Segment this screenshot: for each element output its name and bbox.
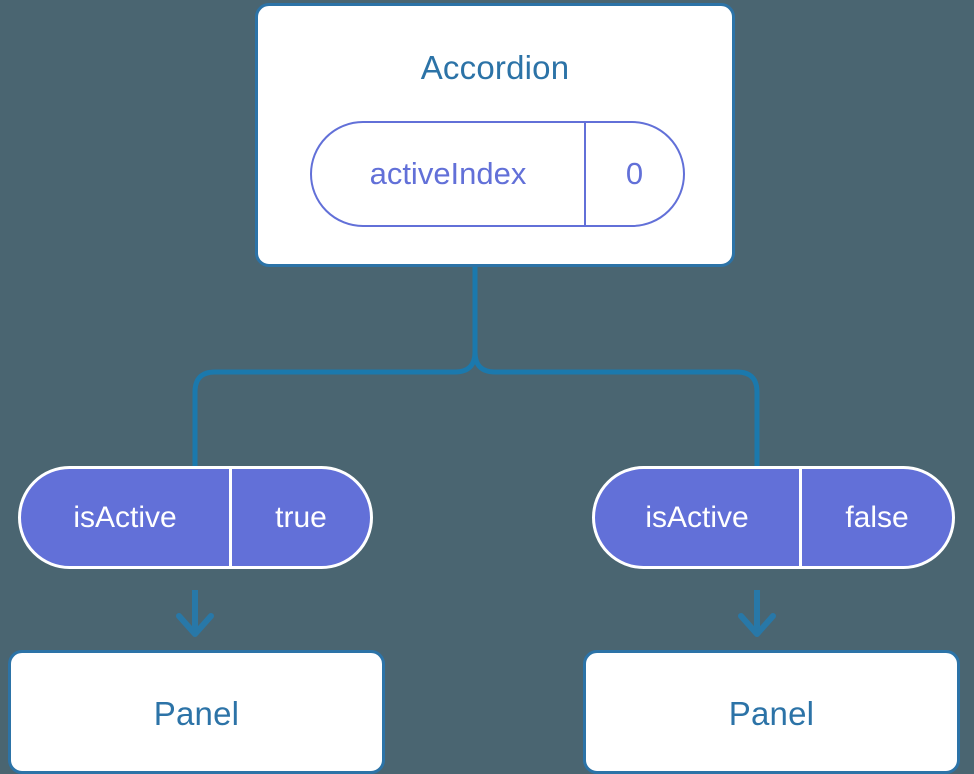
prop-chip-is-active-true[interactable]: isActive true [18, 466, 373, 569]
panel-component-card-right[interactable]: Panel [583, 650, 960, 774]
panel-title: Panel [728, 695, 815, 732]
arrow-right-pill-to-panel [738, 590, 776, 637]
state-chip-key: activeIndex [312, 123, 586, 225]
connector-root-to-right-pill [472, 267, 760, 466]
prop-chip-value: true [275, 500, 327, 534]
prop-chip-key: isActive [595, 469, 802, 566]
state-chip-value: 0 [625, 156, 644, 191]
prop-chip-is-active-false[interactable]: isActive false [592, 466, 955, 569]
accordion-component-card[interactable]: Accordion activeIndex 0 [255, 3, 735, 267]
prop-chip-value: false [845, 500, 909, 534]
panel-component-card-left[interactable]: Panel [8, 650, 385, 774]
prop-chip-key: isActive [21, 469, 232, 566]
panel-title: Panel [153, 695, 240, 732]
state-chip-active-index[interactable]: activeIndex 0 [310, 121, 685, 227]
accordion-title: Accordion [420, 49, 570, 86]
connector-root-to-left-pill [192, 267, 478, 466]
arrow-left-pill-to-panel [176, 590, 214, 637]
